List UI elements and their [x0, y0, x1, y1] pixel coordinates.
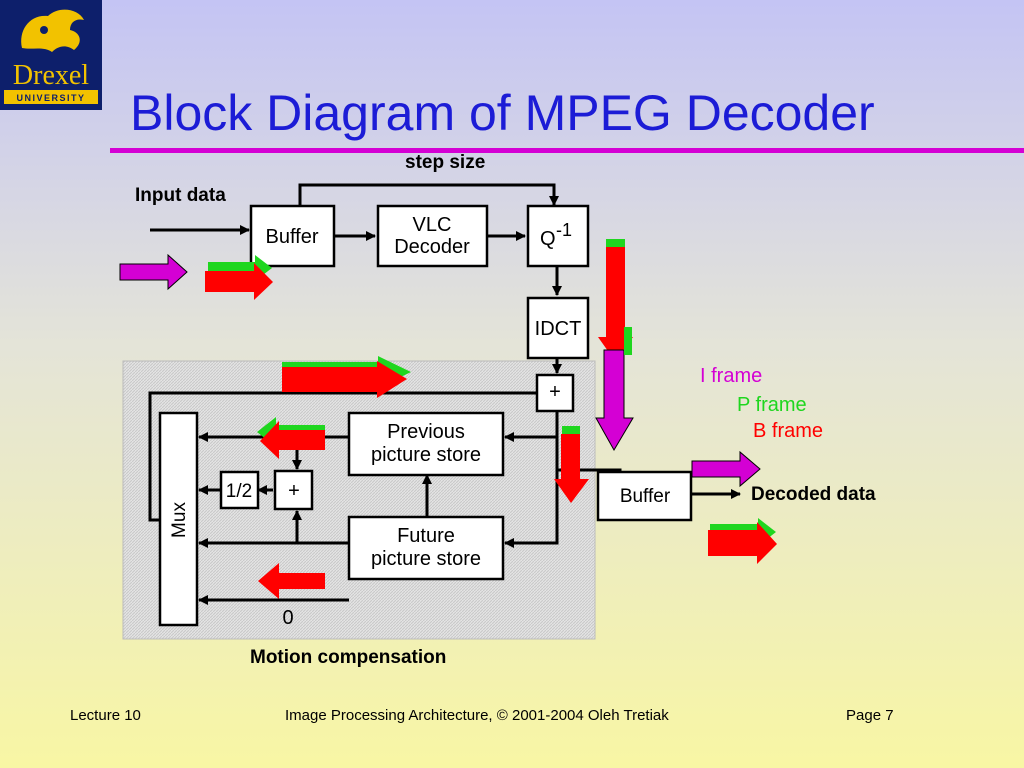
dragon-icon [21, 9, 84, 52]
input-data-label: Input data [135, 185, 226, 206]
step-size-label: step size [405, 152, 485, 173]
q-exponent-label: -1 [556, 220, 572, 240]
frame-flow-arrows [119, 239, 777, 599]
idct-block [526, 296, 590, 360]
footer-page-number: Page 7 [846, 707, 894, 724]
b-frame-output-arrow [708, 522, 777, 564]
b-frame-left-arrow-zero [258, 563, 325, 599]
i-frame-output-arrow [691, 450, 761, 488]
mux-block [158, 411, 199, 627]
decoder-label: Decoder [394, 236, 470, 258]
i-frame-input-arrow [119, 253, 188, 291]
mux-label: Mux [169, 502, 190, 538]
footer-lecture: Lecture 10 [70, 707, 141, 724]
input-buffer-block [249, 204, 336, 268]
drexel-logo: Drexel UNIVERSITY [0, 0, 102, 110]
future-picture-store-block [347, 515, 505, 581]
half-block [219, 470, 260, 510]
motion-compensation-region [122, 360, 596, 640]
mpeg-decoder-diagram: Buffer VLC Decoder Q -1 IDCT + Previous … [119, 152, 876, 668]
future-store-label: picture store [371, 548, 481, 570]
output-buffer-block [596, 470, 693, 522]
future-label: Future [397, 525, 455, 547]
vlc-label: VLC [413, 214, 452, 236]
slide-title: Block Diagram of MPEG Decoder [130, 85, 875, 141]
i-frame-down-arrow [595, 349, 634, 451]
inverse-quantizer-block [526, 204, 590, 268]
output-buffer-label: Buffer [620, 486, 671, 507]
legend-b-frame: B frame [753, 420, 824, 442]
vlc-decoder-block [376, 204, 489, 268]
adder-mid-block [273, 469, 314, 511]
b-frame-input-arrow [205, 263, 273, 300]
logo-text: Drexel [13, 60, 89, 91]
adder-top-label: + [549, 381, 561, 403]
legend-p-frame: P frame [737, 394, 807, 416]
logo-subtext: UNIVERSITY [16, 93, 85, 103]
half-label: 1/2 [226, 481, 252, 502]
zero-input-label: 0 [282, 607, 293, 629]
q-label: Q [540, 228, 556, 250]
footer-copyright: Image Processing Architecture, © 2001-20… [285, 707, 669, 724]
title-rule [110, 148, 1024, 153]
b-frame-adder-arrow [282, 361, 407, 398]
idct-label: IDCT [535, 318, 582, 340]
motion-compensation-label: Motion compensation [250, 647, 446, 668]
legend-i-frame: I frame [700, 365, 763, 387]
previous-store-label: picture store [371, 444, 481, 466]
adder-mid-label: + [288, 480, 300, 502]
previous-picture-store-block [347, 411, 505, 477]
decoded-data-label: Decoded data [751, 484, 876, 505]
previous-label: Previous [387, 421, 465, 443]
b-frame-mc-arrow [554, 434, 589, 503]
b-frame-left-arrow-prev [260, 421, 325, 459]
input-buffer-label: Buffer [266, 226, 319, 248]
adder-top-block [535, 373, 575, 413]
